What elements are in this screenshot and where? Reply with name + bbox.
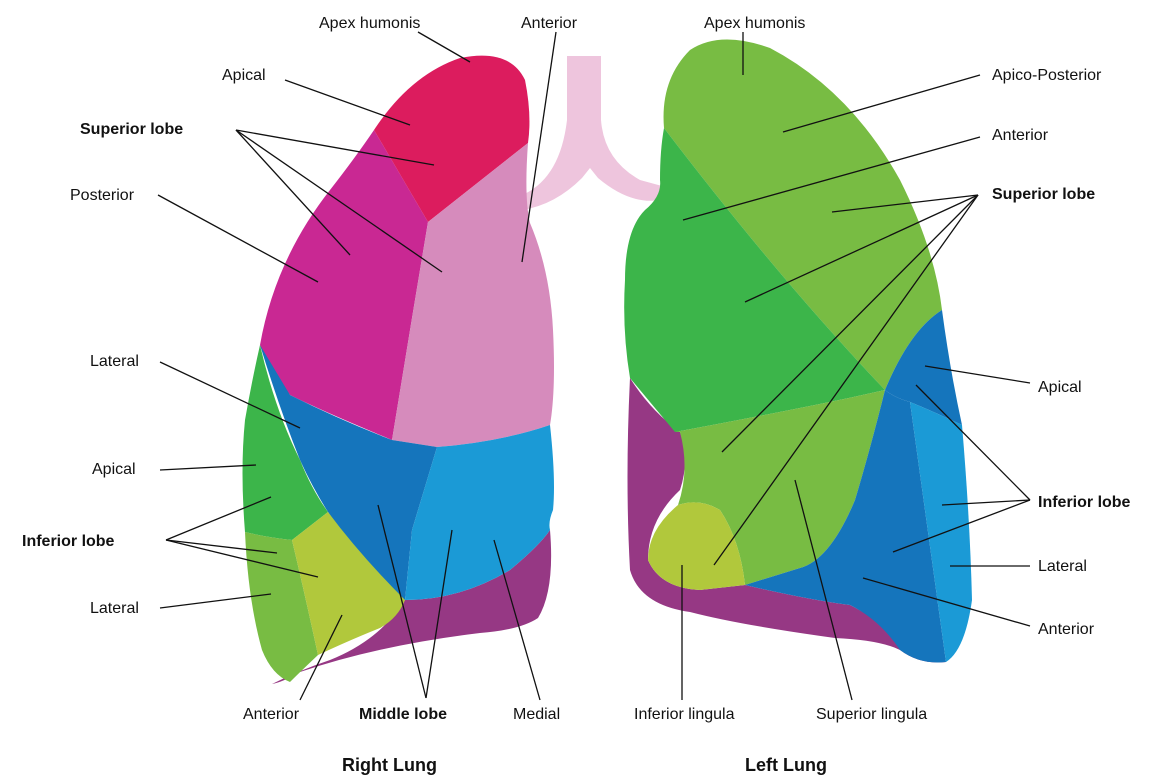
label-left-superior-lobe: Superior lobe bbox=[992, 186, 1095, 203]
label-left-anterior-inferior: Anterior bbox=[1038, 621, 1095, 638]
label-right-apex-humonis: Apex humonis bbox=[319, 15, 420, 32]
label-right-lateral: Lateral bbox=[90, 353, 139, 370]
label-left-apex-humonis: Apex humonis bbox=[704, 15, 805, 32]
label-right-lateral-inferior: Lateral bbox=[90, 600, 139, 617]
label-left-inferior-lingula: Inferior lingula bbox=[634, 706, 735, 723]
label-right-apical-inferior: Apical bbox=[92, 461, 136, 478]
label-right-apical: Apical bbox=[222, 67, 266, 84]
label-left-anterior: Anterior bbox=[992, 127, 1049, 144]
label-right-middle-lobe: Middle lobe bbox=[359, 706, 447, 723]
label-right-medial: Medial bbox=[513, 706, 560, 723]
title-left-lung: Left Lung bbox=[745, 755, 827, 775]
label-right-posterior: Posterior bbox=[70, 187, 135, 204]
label-right-anterior-inferior: Anterior bbox=[243, 706, 300, 723]
label-right-inferior-lobe: Inferior lobe bbox=[22, 533, 115, 550]
label-right-superior-lobe: Superior lobe bbox=[80, 121, 183, 138]
label-right-anterior: Anterior bbox=[521, 15, 578, 32]
label-left-superior-lingula: Superior lingula bbox=[816, 706, 927, 723]
label-left-lateral: Lateral bbox=[1038, 558, 1087, 575]
label-left-apico-posterior: Apico-Posterior bbox=[992, 67, 1102, 84]
label-left-apical: Apical bbox=[1038, 379, 1082, 396]
title-right-lung: Right Lung bbox=[342, 755, 437, 775]
label-left-inferior-lobe: Inferior lobe bbox=[1038, 494, 1131, 511]
